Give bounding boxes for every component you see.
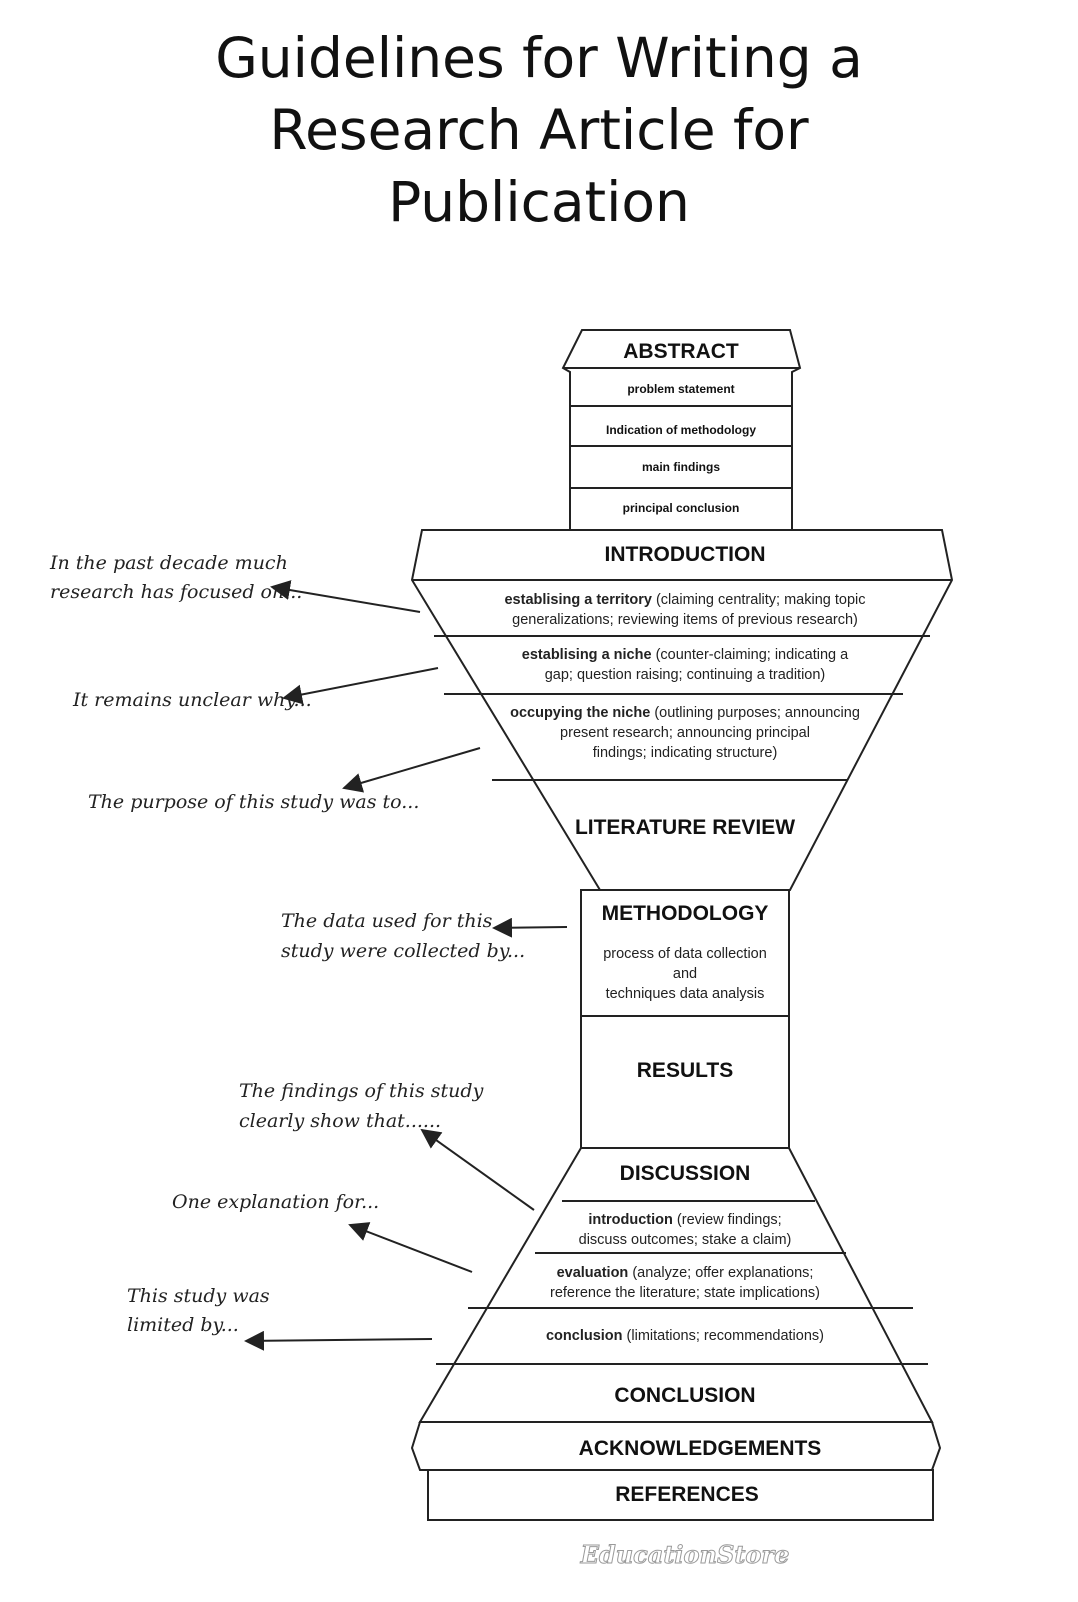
arrow-limitations: [244, 1330, 433, 1351]
arrow-discussion-intro: [420, 1128, 535, 1211]
acknowledgements-section: ACKNOWLEDGEMENTS: [410, 1421, 942, 1471]
note-limited-1: This study was: [127, 1285, 270, 1307]
note-findings-2: clearly show that......: [239, 1110, 441, 1132]
intro-niche-text: establising a niche (counter-claiming; i…: [522, 647, 849, 663]
methodology-line-2: and: [673, 966, 697, 982]
methodology-line-1: process of data collection: [603, 946, 767, 962]
discussion-intro-text: introduction (review findings;: [588, 1212, 781, 1228]
note-past-decade-2: research has focused on...: [50, 581, 302, 603]
intro-territory-text: establising a territory (claiming centra…: [504, 592, 865, 608]
discussion-intro-text-2: discuss outcomes; stake a claim): [579, 1232, 792, 1248]
margin-notes: In the past decade much research has foc…: [49, 552, 525, 1336]
note-explanation: One explanation for...: [172, 1191, 379, 1213]
note-data-1: The data used for this: [281, 910, 493, 932]
introduction-heading: INTRODUCTION: [605, 543, 766, 566]
intro-occupy-text-3: findings; indicating structure): [593, 745, 778, 761]
intro-territory-text-2: generalizations; reviewing items of prev…: [512, 612, 858, 628]
arrow-occupy: [342, 747, 481, 793]
introduction-section: INTRODUCTION establising a territory (cl…: [410, 529, 954, 891]
methodology-results-shape: [580, 889, 790, 1149]
references-shape: [427, 1469, 934, 1521]
abstract-item-problem: problem statement: [627, 382, 734, 396]
note-arrows: [244, 580, 568, 1351]
arrow-methodology: [492, 917, 568, 938]
arrow-evaluation: [348, 1222, 473, 1273]
note-past-decade-1: In the past decade much: [49, 552, 288, 574]
results-heading: RESULTS: [637, 1059, 733, 1082]
discussion-heading: DISCUSSION: [620, 1162, 751, 1185]
note-findings-1: The findings of this study: [239, 1080, 484, 1102]
discussion-eval-text-2: reference the literature; state implicat…: [550, 1285, 820, 1301]
title-line-1: Guidelines for Writing a: [215, 26, 863, 90]
title-line-2: Research Article for: [269, 98, 809, 162]
discussion-section: DISCUSSION introduction (review findings…: [418, 1147, 934, 1423]
discussion-eval-text: evaluation (analyze; offer explanations;: [557, 1265, 814, 1281]
references-heading: REFERENCES: [615, 1483, 759, 1506]
conclusion-heading: CONCLUSION: [614, 1384, 755, 1407]
intro-occupy-text-2: present research; announcing principal: [560, 725, 810, 741]
arrow-territory: [270, 580, 421, 613]
abstract-item-methodology: Indication of methodology: [606, 423, 756, 437]
intro-occupy-text: occupying the niche (outlining purposes;…: [510, 705, 860, 721]
methodology-results-section: METHODOLOGY process of data collection a…: [580, 889, 790, 1149]
title-line-3: Publication: [388, 170, 690, 234]
abstract-item-conclusion: principal conclusion: [623, 501, 740, 515]
watermark-logo: EducationStore: [580, 1540, 790, 1569]
references-section: REFERENCES: [427, 1469, 934, 1521]
acknowledgements-heading: ACKNOWLEDGEMENTS: [579, 1437, 822, 1460]
note-purpose: The purpose of this study was to...: [88, 791, 419, 813]
note-data-2: study were collected by...: [281, 940, 525, 962]
page-title: Guidelines for Writing a Research Articl…: [0, 22, 1078, 238]
note-unclear: It remains unclear why...: [72, 689, 312, 711]
methodology-heading: METHODOLOGY: [602, 902, 769, 925]
literature-review-heading: LITERATURE REVIEW: [575, 816, 795, 839]
methodology-line-3: techniques data analysis: [606, 986, 765, 1002]
discussion-conclusion-text: conclusion (limitations; recommendations…: [546, 1328, 824, 1344]
arrow-niche: [282, 667, 439, 705]
abstract-item-findings: main findings: [642, 460, 720, 474]
intro-niche-text-2: gap; question raising; continuing a trad…: [545, 667, 826, 683]
abstract-heading: ABSTRACT: [623, 340, 739, 363]
abstract-section: ABSTRACT problem statement Indication of…: [561, 329, 802, 531]
note-limited-2: limited by...: [127, 1314, 239, 1336]
